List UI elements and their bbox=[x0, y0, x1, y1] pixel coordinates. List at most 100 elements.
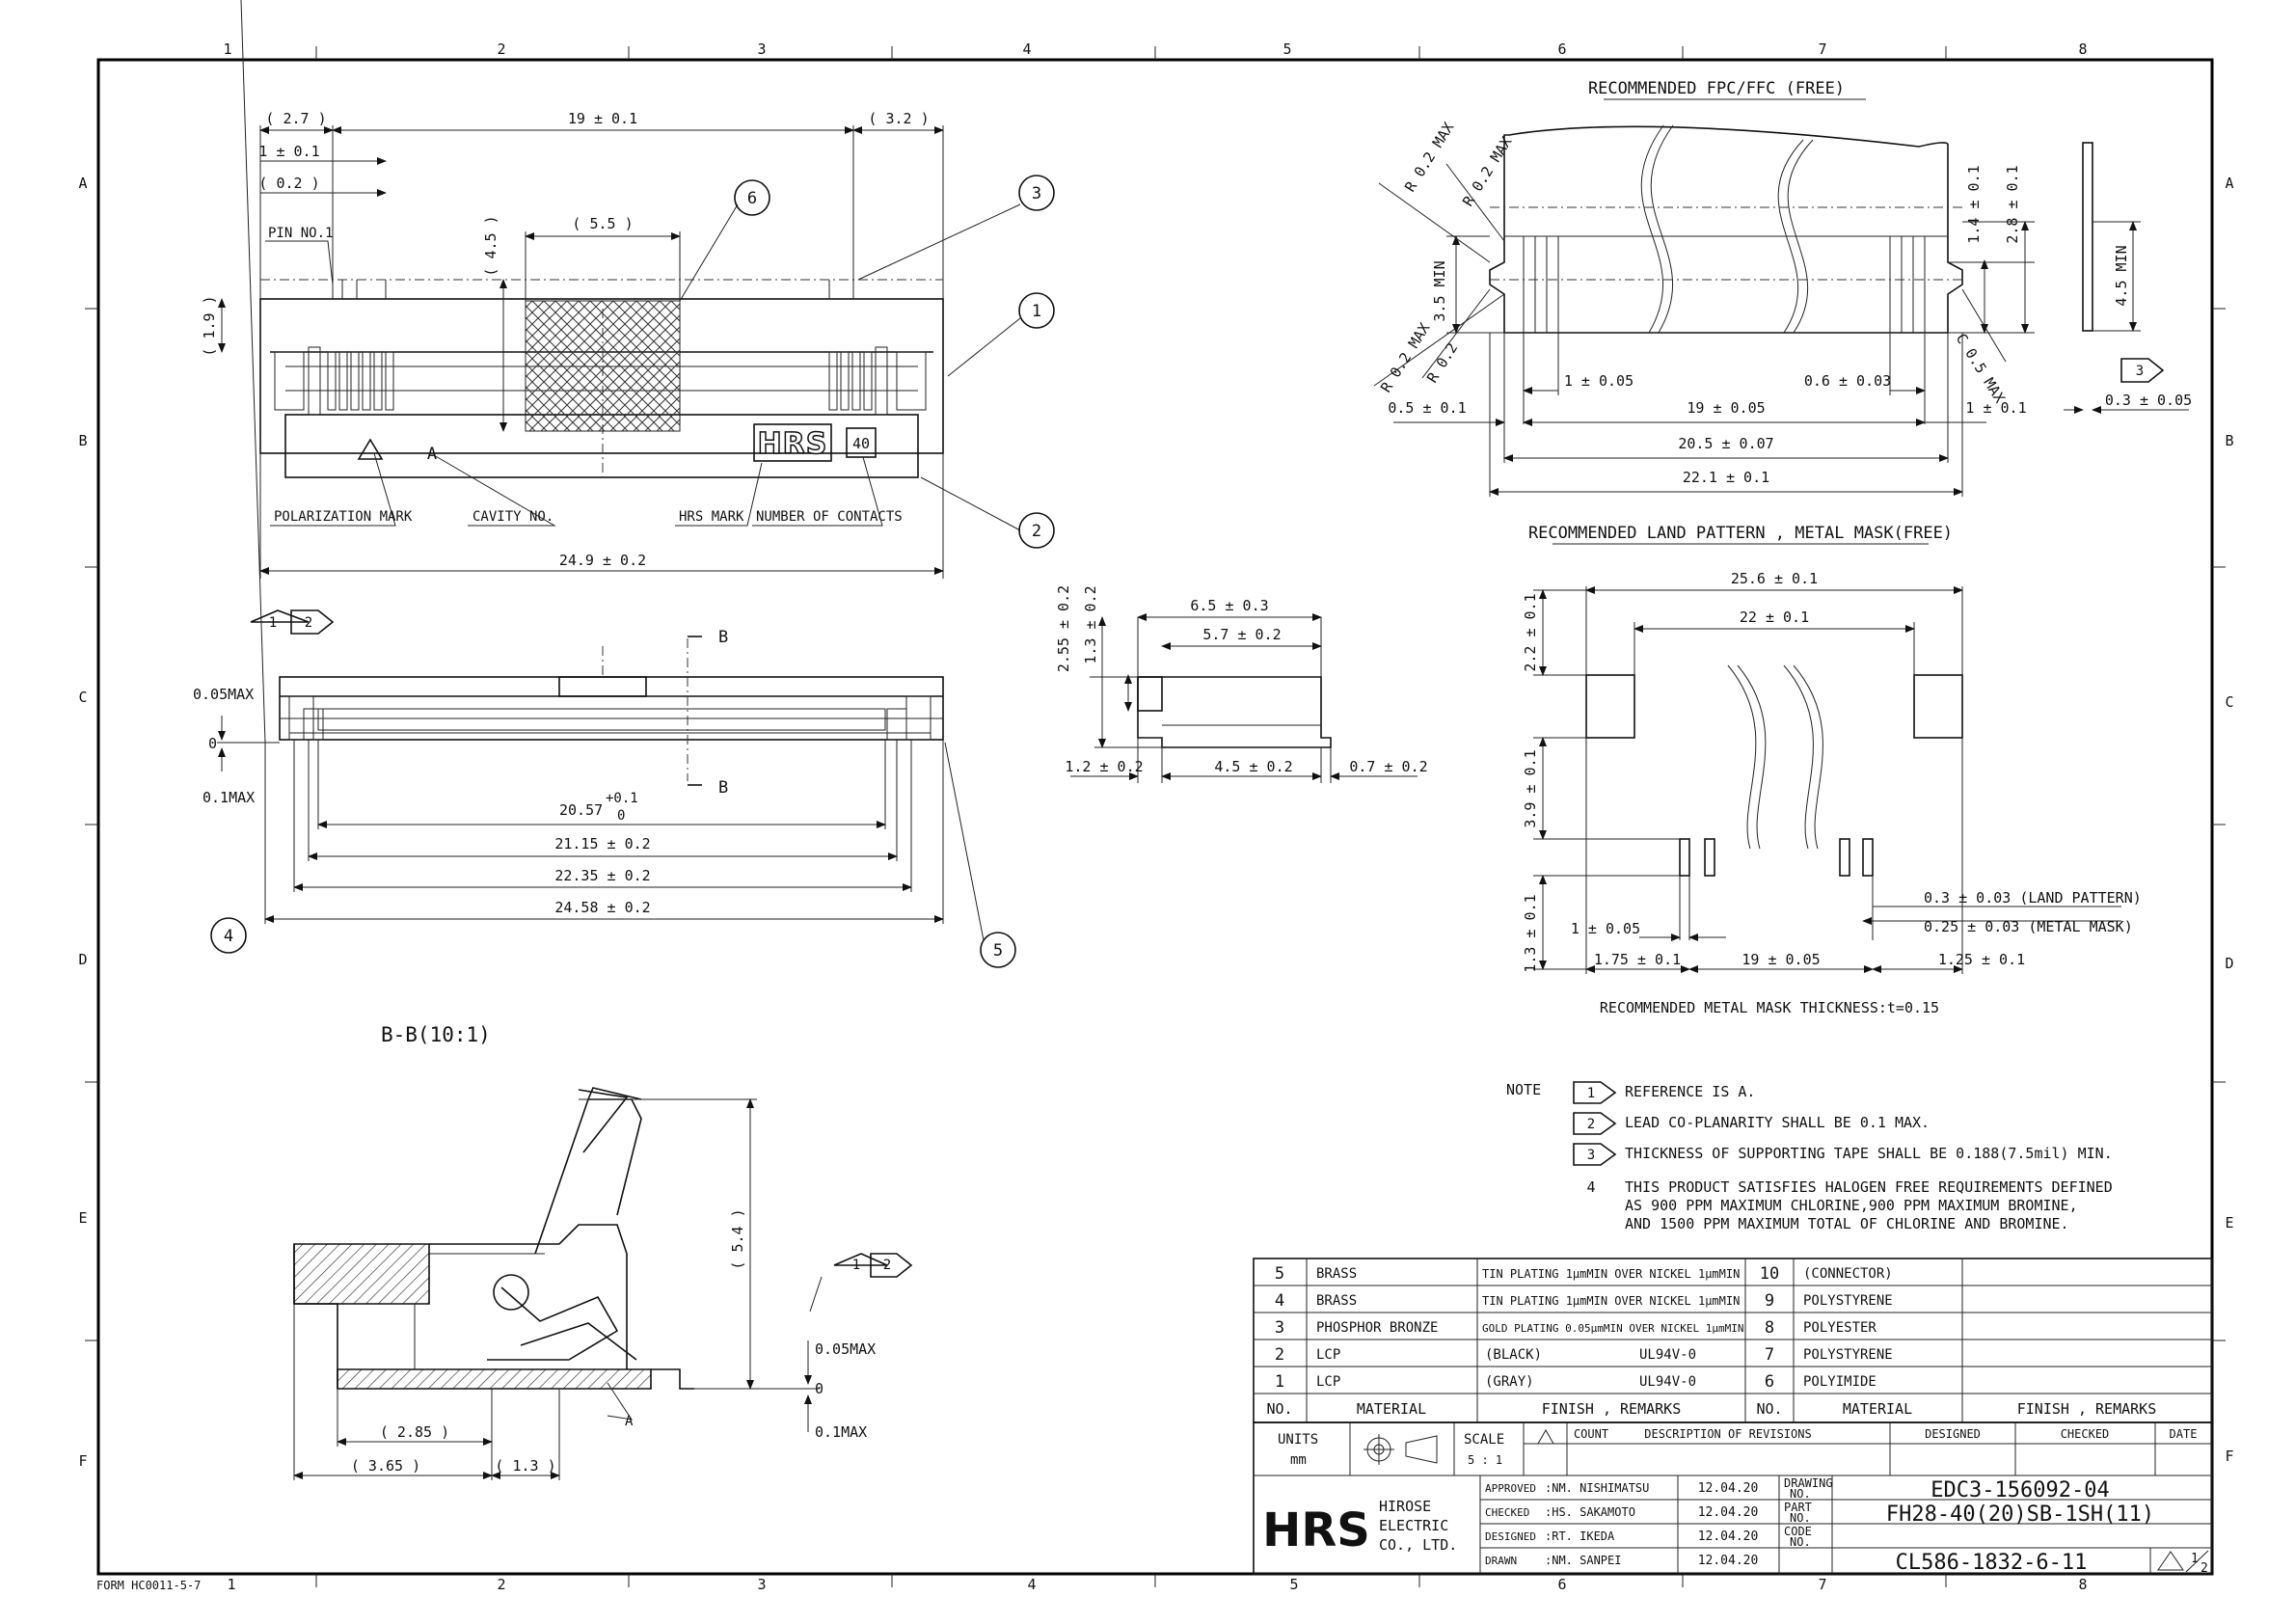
zone-top-1: 1 bbox=[223, 41, 231, 58]
land-3-9: 3.9 ± 0.1 bbox=[1522, 749, 1539, 827]
designed-date: 12.04.20 bbox=[1698, 1529, 1759, 1544]
mat-row-4-finish-grade: UL94V-0 bbox=[1639, 1347, 1696, 1363]
mat-row-3-finish: GOLD PLATING 0.05µmMIN OVER NICKEL 1µmMI… bbox=[1482, 1322, 1744, 1335]
mat-row-2-material: BRASS bbox=[1316, 1293, 1357, 1309]
mat-header-material: MATERIAL bbox=[1357, 1400, 1426, 1418]
callout-3: 3 bbox=[1032, 184, 1041, 203]
mat-row-5-finish: (GRAY) bbox=[1485, 1374, 1534, 1390]
fpc-1: 1 ± 0.05 bbox=[1564, 372, 1634, 390]
mat-header-no-2: NO. bbox=[1756, 1400, 1782, 1418]
front-dim-21-15: 21.15 ± 0.2 bbox=[554, 835, 650, 853]
zone-right-c: C bbox=[2225, 693, 2233, 711]
callout-4: 4 bbox=[224, 927, 233, 946]
rev-designed-header: DESIGNED bbox=[1925, 1427, 1981, 1441]
mat-header-no: NO. bbox=[1266, 1400, 1292, 1418]
front-dim-0-05max: 0.05MAX bbox=[193, 686, 254, 703]
zone-left-c: C bbox=[78, 689, 87, 706]
rev-count-header: COUNT bbox=[1574, 1427, 1608, 1441]
drawn-name: :NM. SANPEI bbox=[1545, 1554, 1621, 1567]
fpc-3-5-min: 3.5 MIN bbox=[1431, 260, 1448, 321]
mat-row-1-no: 5 bbox=[1275, 1264, 1284, 1284]
zone-bottom-7: 7 bbox=[1818, 1576, 1826, 1593]
zone-right-a: A bbox=[2225, 175, 2233, 192]
zone-bottom-3: 3 bbox=[757, 1576, 766, 1593]
fpc-0-3: 0.3 ± 0.05 bbox=[2105, 392, 2192, 409]
metal-mask-width: 0.25 ± 0.03 (METAL MASK) bbox=[1924, 918, 2133, 935]
section-dim-0-1max: 0.1MAX bbox=[815, 1423, 867, 1441]
fpc-title: RECOMMENDED FPC/FFC (FREE) bbox=[1588, 79, 1845, 98]
cavity-no-label: CAVITY NO. bbox=[472, 509, 554, 525]
land-25-6: 25.6 ± 0.1 bbox=[1731, 570, 1818, 587]
side-dim-1-3: 1.3 ± 0.2 bbox=[1082, 585, 1099, 663]
section-dim-0-05max: 0.05MAX bbox=[815, 1340, 876, 1358]
section-flag-1: 1 bbox=[852, 1258, 860, 1273]
mat-row-3-no: 3 bbox=[1275, 1318, 1284, 1338]
front-dim-20-57-tol-upper: +0.1 bbox=[606, 791, 638, 806]
mat-row-5-finish-grade: UL94V-0 bbox=[1639, 1374, 1696, 1390]
number-of-contacts-label: NUMBER OF CONTACTS bbox=[756, 509, 903, 525]
fpc-r-0-2-max-c: R 0.2 MAX bbox=[1377, 320, 1433, 395]
note-1-mark: 1 bbox=[1587, 1086, 1595, 1101]
section-dim-1-3: ( 1.3 ) bbox=[495, 1457, 555, 1475]
callout-1: 1 bbox=[1032, 302, 1041, 321]
mat-row-4-no2: 7 bbox=[1765, 1345, 1774, 1365]
front-dim-20-57-tol-lower: 0 bbox=[617, 808, 625, 824]
fpc-r-0-2-max-b: R 0.2 MAX bbox=[1459, 134, 1515, 209]
side-view: 6.5 ± 0.3 5.7 ± 0.2 2.55 ± 0.2 1.3 ± 0.2… bbox=[1055, 585, 1428, 783]
company-name-line-3: CO., LTD. bbox=[1379, 1536, 1457, 1554]
rev-checked-header: CHECKED bbox=[2061, 1427, 2110, 1441]
fpc-c-0-5-max: C 0.5 MAX bbox=[1953, 331, 2009, 406]
rev-description-header: DESCRIPTION OF REVISIONS bbox=[1644, 1427, 1811, 1441]
mat-row-2-material2: POLYSTYRENE bbox=[1803, 1293, 1893, 1309]
fpc-r-0-2-max-a: R 0.2 MAX bbox=[1401, 120, 1457, 195]
code-no-label-2: NO. bbox=[1790, 1535, 1811, 1549]
dim-1: 1 ± 0.1 bbox=[258, 143, 319, 160]
note-2-mark: 2 bbox=[1587, 1117, 1595, 1132]
checked-date: 12.04.20 bbox=[1698, 1505, 1759, 1520]
side-dim-0-7: 0.7 ± 0.2 bbox=[1349, 758, 1427, 775]
front-flag-2: 2 bbox=[305, 615, 312, 631]
notes-block: NOTE 1 REFERENCE IS A. 2 LEAD CO-PLANARI… bbox=[1506, 1081, 2113, 1232]
designed-name: :RT. IKEDA bbox=[1545, 1529, 1615, 1543]
mat-row-3-no2: 8 bbox=[1765, 1318, 1774, 1338]
section-dim-3-65: ( 3.65 ) bbox=[351, 1457, 420, 1475]
zone-bottom-5: 5 bbox=[1289, 1576, 1298, 1593]
mat-row-3-material2: POLYESTER bbox=[1803, 1320, 1876, 1336]
drawing-frame: 1 2 3 4 5 6 7 8 1 2 3 4 5 6 7 8 A B C D … bbox=[78, 41, 2233, 1593]
sheet-total: 2 bbox=[2200, 1561, 2208, 1576]
rev-date-header: DATE bbox=[2170, 1427, 2198, 1441]
land-19: 19 ± 0.05 bbox=[1742, 951, 1820, 968]
land-2-2: 2.2 ± 0.1 bbox=[1522, 593, 1539, 671]
fpc-1-4: 1.4 ± 0.1 bbox=[1965, 165, 1983, 243]
note-1-text: REFERENCE IS A. bbox=[1625, 1083, 1755, 1100]
zone-left-a: A bbox=[78, 175, 87, 192]
mat-row-1-material: BRASS bbox=[1316, 1266, 1357, 1282]
fpc-2-8: 2.8 ± 0.1 bbox=[2004, 165, 2021, 243]
part-no-label-2: NO. bbox=[1790, 1511, 1811, 1525]
callout-2: 2 bbox=[1032, 522, 1041, 541]
callout-6: 6 bbox=[747, 189, 757, 208]
zone-right-d: D bbox=[2225, 955, 2233, 972]
zone-bottom-4: 4 bbox=[1027, 1576, 1036, 1593]
part-number: FH28-40(20)SB-1SH(11) bbox=[1886, 1502, 2154, 1527]
materials-table: 5 BRASS TIN PLATING 1µmMIN OVER NICKEL 1… bbox=[1253, 1258, 2213, 1423]
front-dim-0-1max: 0.1MAX bbox=[202, 789, 255, 806]
front-dim-24-58: 24.58 ± 0.2 bbox=[554, 899, 650, 916]
code-number: CL586-1832-6-11 bbox=[1896, 1551, 2088, 1575]
land-22: 22 ± 0.1 bbox=[1740, 609, 1809, 626]
section-title: B-B(10:1) bbox=[381, 1023, 491, 1046]
note-2-text: LEAD CO-PLANARITY SHALL BE 0.1 MAX. bbox=[1625, 1114, 1930, 1131]
side-dim-5-7: 5.7 ± 0.2 bbox=[1202, 626, 1281, 643]
dim-2-7: ( 2.7 ) bbox=[265, 110, 326, 127]
section-dim-5-4: ( 5.4 ) bbox=[729, 1208, 746, 1269]
land-1-3: 1.3 ± 0.1 bbox=[1522, 894, 1539, 972]
top-view: A HRS 40 ( 2.7 ) 19 ± 0.1 ( 3.2 ) 1 ± 0.… bbox=[201, 110, 1055, 579]
projection-symbol bbox=[1364, 1434, 1438, 1465]
mat-row-2-no2: 9 bbox=[1765, 1291, 1774, 1311]
approved-role: APPROVED bbox=[1485, 1482, 1536, 1495]
mat-row-1-no2: 10 bbox=[1760, 1264, 1779, 1284]
section-view: B-B(10:1) ( 5.4 ) 1 2 bbox=[293, 1023, 913, 1480]
section-ref-a: A bbox=[625, 1414, 634, 1429]
mat-row-4-material2: POLYSTYRENE bbox=[1803, 1347, 1893, 1363]
